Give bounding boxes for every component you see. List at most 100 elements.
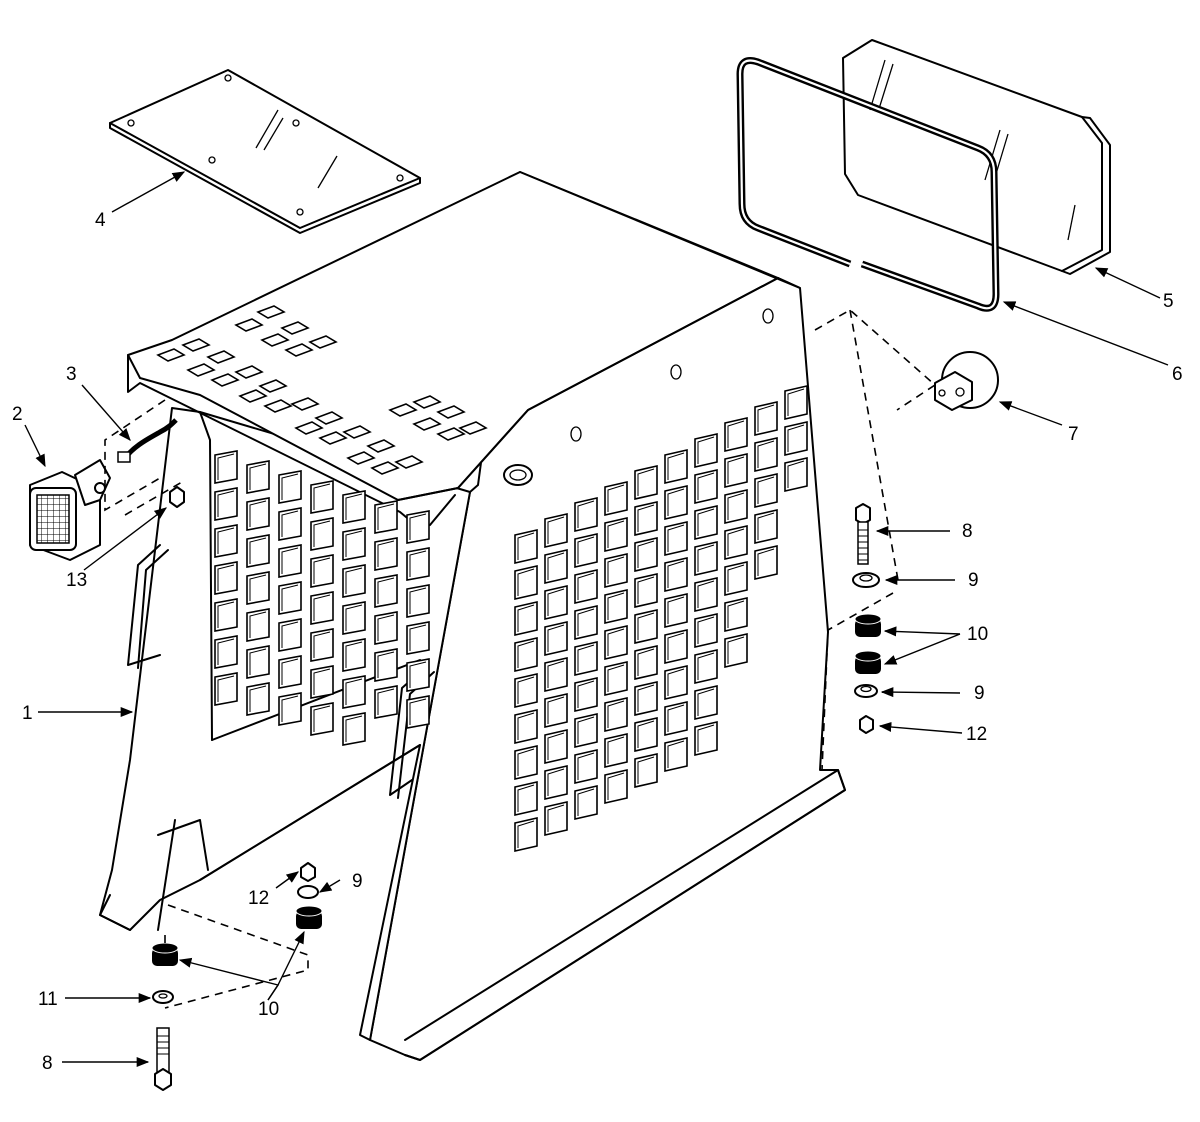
side-mesh-opening (514, 744, 538, 781)
side-mesh-opening (634, 680, 658, 717)
side-mesh-opening-inner (757, 548, 775, 576)
side-mesh-opening (664, 484, 688, 521)
front-mesh-opening-inner (217, 601, 235, 628)
side-mesh-opening (634, 716, 658, 753)
front-mesh-opening (310, 517, 334, 551)
side-mesh-opening-inner (547, 624, 565, 652)
side-mesh-opening-inner (517, 748, 535, 776)
front-mesh-opening-inner (377, 651, 395, 678)
side-mesh-opening (664, 628, 688, 665)
roof-vent (366, 439, 396, 453)
side-mesh-opening-inner (727, 420, 745, 448)
roof-vent (238, 389, 268, 403)
side-mesh-opening (634, 464, 658, 501)
front-mesh-opening (278, 618, 302, 652)
side-mesh-opening-inner (547, 660, 565, 688)
side-mesh-opening (724, 596, 748, 633)
side-mesh-opening-inner (577, 752, 595, 780)
front-mesh-opening (278, 544, 302, 578)
side-mesh-opening (754, 508, 778, 545)
front-mesh-opening-inner (409, 550, 427, 577)
side-mesh-opening-inner (757, 440, 775, 468)
front-mesh-opening-inner (377, 688, 395, 715)
side-mesh-openings (514, 384, 808, 853)
front-mesh-opening-inner (313, 557, 331, 584)
front-mesh-opening (374, 500, 398, 534)
side-mesh-opening-inner (607, 736, 625, 764)
side-mesh-opening (604, 624, 628, 661)
side-mesh-opening (634, 500, 658, 537)
side-mesh-opening-inner (547, 516, 565, 544)
side-mesh-opening-inner (697, 436, 715, 464)
front-mesh-opening (342, 712, 366, 746)
roof-vent (318, 431, 348, 445)
window-seal (736, 57, 1000, 312)
roof-vent (280, 321, 310, 335)
callout-5: 5 (1163, 291, 1174, 312)
roof-vents (156, 305, 488, 475)
side-mesh-opening (694, 684, 718, 721)
front-mesh-opening (246, 608, 270, 642)
front-mesh-opening-inner (281, 584, 299, 611)
side-mesh-opening-inner (667, 560, 685, 588)
side-mesh-opening (634, 644, 658, 681)
side-mesh-opening-inner (727, 528, 745, 556)
front-mesh-opening-inner (377, 540, 395, 567)
front-mesh-opening (342, 638, 366, 672)
side-mesh-opening (604, 588, 628, 625)
side-mesh-opening (664, 736, 688, 773)
bolt-8-right (855, 503, 871, 565)
side-mesh-opening (574, 748, 598, 785)
side-mesh-opening (754, 400, 778, 437)
side-mesh-opening (604, 516, 628, 553)
callout-10-right: 10 (967, 624, 988, 645)
side-mesh-opening-inner (667, 524, 685, 552)
side-mesh-opening-inner (637, 756, 655, 784)
front-mesh-opening (246, 460, 270, 494)
side-mesh-opening-inner (697, 508, 715, 536)
side-mesh-opening (634, 752, 658, 789)
side-mesh-opening (514, 672, 538, 709)
bolt-8-left (154, 1027, 172, 1091)
side-mesh-opening-inner (637, 540, 655, 568)
side-mesh-opening-inner (577, 716, 595, 744)
side-mesh-opening (724, 632, 748, 669)
work-light (29, 459, 111, 561)
side-mesh-opening-inner (607, 700, 625, 728)
side-mesh-opening-inner (667, 704, 685, 732)
side-mesh-opening-inner (517, 712, 535, 740)
side-mesh-opening-inner (637, 720, 655, 748)
roof-vent (206, 350, 236, 364)
side-mesh-opening (694, 468, 718, 505)
callout-4: 4 (95, 210, 106, 231)
side-mesh-opening (544, 764, 568, 801)
side-mesh-opening (784, 456, 808, 493)
front-mesh-opening-inner (217, 564, 235, 591)
side-mesh-opening-inner (667, 740, 685, 768)
side-mesh-opening (694, 720, 718, 757)
side-mesh-opening-inner (637, 612, 655, 640)
nut-13 (169, 486, 185, 508)
side-mesh-opening (604, 480, 628, 517)
front-mesh-opening-inner (249, 611, 267, 638)
front-mesh-opening (246, 534, 270, 568)
side-mesh-opening (664, 592, 688, 629)
front-mesh-opening (342, 601, 366, 635)
front-mesh-opening-inner (281, 547, 299, 574)
side-mesh-opening (664, 556, 688, 593)
side-mesh-opening (574, 568, 598, 605)
leaders (24, 171, 1169, 1068)
side-mesh-opening-inner (637, 576, 655, 604)
callout-9-right-top: 9 (968, 570, 979, 591)
side-mesh-opening (634, 608, 658, 645)
side-mesh-opening-inner (517, 784, 535, 812)
front-mesh-opening (214, 487, 238, 521)
side-mesh-opening-inner (757, 404, 775, 432)
side-mesh-opening-inner (607, 592, 625, 620)
side-mesh-opening (694, 612, 718, 649)
washer-9-right-bottom (854, 684, 878, 698)
front-mesh-opening-inner (281, 695, 299, 722)
front-mesh-opening-inner (377, 614, 395, 641)
side-mesh-opening-inner (637, 468, 655, 496)
front-mesh-opening-inner (217, 453, 235, 480)
